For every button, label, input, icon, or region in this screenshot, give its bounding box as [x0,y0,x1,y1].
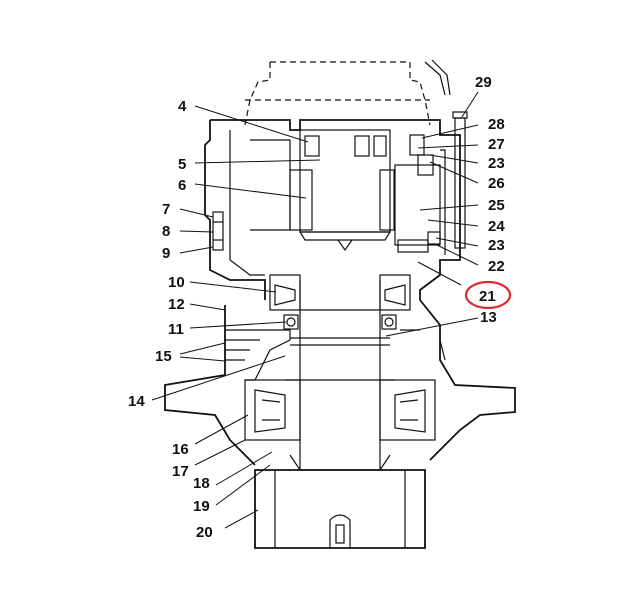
callout-19: 19 [193,498,210,515]
lower-housing [164,299,516,466]
callout-22: 22 [488,258,505,275]
callout-labels: 4 5 6 7 8 9 10 11 12 13 14 15 16 17 18 1… [128,74,505,541]
lower-bearing [244,379,436,441]
callout-13: 13 [480,309,497,326]
oil-seal [283,314,397,330]
callout-6: 6 [178,177,186,194]
callout-8: 8 [162,223,170,240]
callout-25: 25 [488,197,505,214]
gear-assembly [289,111,468,253]
callout-11: 11 [168,321,184,338]
callout-10: 10 [168,274,185,291]
callout-20: 20 [196,524,213,541]
callout-24: 24 [488,218,505,235]
callout-4: 4 [178,98,187,115]
callout-7: 7 [162,201,170,218]
callout-14: 14 [128,393,145,410]
highlight-ring [464,280,512,310]
callout-29: 29 [475,74,492,91]
callout-18: 18 [193,475,210,492]
side-plug [212,211,224,251]
pinion [254,469,426,549]
callout-21: 21 [479,288,496,305]
leader-lines [151,91,479,529]
shaft [285,280,395,471]
callout-26: 26 [488,175,505,192]
callout-17: 17 [172,463,189,480]
callout-5: 5 [178,156,186,173]
callout-23-upper: 23 [488,155,505,172]
callout-27: 27 [488,136,505,153]
upper-housing-dashed [244,59,451,126]
upper-bearing [269,274,411,311]
callout-12: 12 [168,296,185,313]
callout-28: 28 [488,116,505,133]
callout-15: 15 [155,348,172,365]
callout-9: 9 [162,245,170,262]
callout-23-lower: 23 [488,237,505,254]
callout-16: 16 [172,441,189,458]
